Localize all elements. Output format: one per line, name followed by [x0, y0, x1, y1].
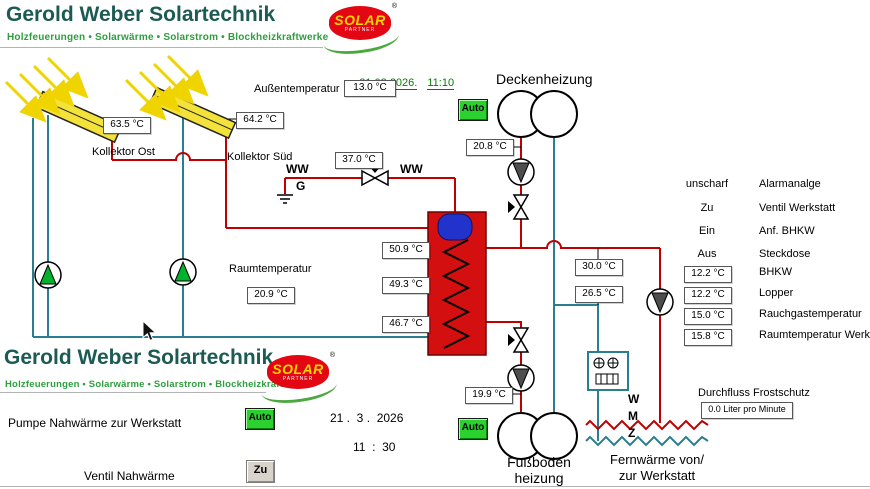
tank-temp-bottom: 46.7 °C [382, 316, 430, 333]
temp-bhkw-label: BHKW [759, 266, 792, 278]
temp-raum-werkstatt: 15.8 °C [684, 329, 732, 346]
kollektor-sued-label: Kollektor Süd [227, 151, 293, 163]
status-value-alarm: unscharf [685, 178, 729, 190]
tank-heater-element [437, 213, 473, 241]
logo-subtext: PARTNER [344, 27, 376, 33]
pump-kollektor-ost[interactable] [34, 261, 62, 289]
ceiling-heating-label: Deckenheizung [496, 71, 593, 87]
pump-fussbodenheizung[interactable] [507, 364, 535, 392]
page-title: Gerold Weber Solartechnik [6, 3, 276, 26]
status-label-anf-bhkw: Anf. BHKW [759, 225, 815, 237]
bottom-edge-line [0, 486, 870, 487]
logo-text: SOLAR [272, 361, 324, 377]
valve-fussbodenheizung[interactable] [508, 327, 530, 353]
room-temp-value: 20.9 °C [247, 287, 295, 304]
floor-heating-label: Fußboden heizung [493, 454, 585, 486]
solar-partner-logo-footer: SOLAR PARTNER ® [259, 352, 339, 408]
ww-label-left: WW [286, 162, 309, 176]
floor-label-line1: Fußboden [507, 454, 571, 470]
pump-nahwaerme-auto-button[interactable]: Auto [245, 408, 275, 430]
date-bottom: 21 . 3 . 2026 [330, 411, 404, 425]
temp-bhkw: 12.2 °C [684, 266, 732, 283]
ww-mix-temp: 37.0 °C [335, 152, 383, 169]
sun-rays-ost [4, 56, 89, 123]
registered-mark: ® [329, 352, 335, 359]
footer-divider [0, 392, 266, 393]
pump-fernwaerme[interactable] [646, 288, 674, 316]
kollektor-ost-temp: 63.5 °C [103, 117, 151, 134]
temp-rauchgas: 15.0 °C [684, 308, 732, 325]
temp-lopper-label: Lopper [759, 287, 794, 299]
temp-lopper: 12.2 °C [684, 287, 732, 304]
temp-rauchgas-label: Rauchgastemperatur [759, 308, 862, 320]
status-label-alarm: Alarmanalge [759, 178, 821, 190]
circuit-return-temp: 26.5 °C [575, 286, 623, 303]
floor-label-line2: heizung [514, 470, 564, 486]
registered-mark: ® [391, 3, 397, 10]
flow-label: Durchfluss Frostschutz [698, 387, 810, 399]
ground-symbol [277, 194, 293, 204]
tank-coil [441, 239, 471, 349]
ventil-nahwaerme-label: Ventil Nahwärme [84, 469, 175, 483]
ww-label-right: WW [400, 162, 423, 176]
floor-heating-radiator [497, 412, 578, 460]
pump-deckenheizung[interactable] [507, 158, 535, 186]
floor-temp-value: 19.9 °C [465, 387, 513, 404]
fernwaerme-label: Fernwärme von/ zur Werkstatt [597, 452, 717, 484]
logo-text: SOLAR [334, 12, 386, 28]
logo-subtext: PARTNER [282, 376, 314, 382]
solar-partner-logo: SOLAR PARTNER ® [321, 3, 401, 59]
outdoor-temp-label: Außentemperatur [254, 83, 340, 95]
outdoor-temp-value: 13.0 °C [344, 80, 396, 97]
footer-title: Gerold Weber Solartechnik [4, 346, 274, 369]
flow-value: 0.0 Liter pro Minute [701, 402, 793, 419]
tank-temp-top: 50.9 °C [382, 242, 430, 259]
wmz-letter-m: M [628, 409, 638, 423]
logo-oval: SOLAR PARTNER [329, 6, 391, 40]
kollektor-ost-label: Kollektor Ost [92, 146, 155, 158]
header-divider [0, 47, 323, 48]
valve-deckenheizung[interactable] [508, 194, 530, 220]
fernwaerme-wave-hot [585, 419, 709, 431]
fernwaerme-wave-cold [585, 435, 709, 447]
circuit-supply-temp: 30.0 °C [575, 259, 623, 276]
ventil-nahwaerme-zu-button[interactable]: Zu [246, 460, 275, 483]
status-label-steckdose: Steckdose [759, 248, 811, 260]
logo-oval: SOLAR PARTNER [267, 355, 329, 389]
page-subtitle: Holzfeuerungen • Solarwärme • Solarstrom… [7, 32, 329, 43]
status-value-steckdose: Aus [697, 248, 717, 260]
time-top: 11:10 [427, 77, 455, 90]
fernwaerme-label-line1: Fernwärme von/ [610, 452, 704, 467]
temp-raum-werkstatt-label: Raumtemperatur Werk [759, 329, 870, 341]
pump-nahwaerme-label: Pumpe Nahwärme zur Werkstatt [8, 416, 182, 430]
status-value-ventil: Zu [700, 202, 714, 214]
ceiling-heating-radiator [497, 90, 578, 138]
ceiling-auto-button[interactable]: Auto [458, 99, 488, 121]
kollektor-sued-temp: 64.2 °C [236, 112, 284, 129]
sun-rays-sued [124, 54, 209, 121]
wmz-letter-z: Z [628, 426, 636, 440]
heat-meter-wmz [587, 351, 629, 391]
time-bottom: 11 : 30 [353, 440, 396, 454]
storage-tank [427, 211, 487, 356]
status-value-anf-bhkw: Ein [699, 225, 715, 237]
fernwaerme-label-line2: zur Werkstatt [618, 468, 696, 483]
room-temp-label: Raumtemperatur [229, 263, 312, 275]
wmz-letter-w: W [628, 392, 640, 406]
tank-temp-mid: 49.3 °C [382, 277, 430, 294]
footer-subtitle: Holzfeuerungen • Solarwärme • Solarstrom… [5, 379, 311, 390]
pump-kollektor-sued[interactable] [169, 258, 197, 286]
g-label: G [296, 179, 306, 193]
mouse-cursor [142, 319, 157, 342]
status-panel: unscharf Alarmanalge Zu Ventil Werkstatt… [683, 176, 870, 348]
floor-auto-button[interactable]: Auto [458, 418, 488, 440]
ceiling-temp-value: 20.8 °C [466, 139, 514, 156]
status-label-ventil: Ventil Werkstatt [759, 202, 836, 214]
